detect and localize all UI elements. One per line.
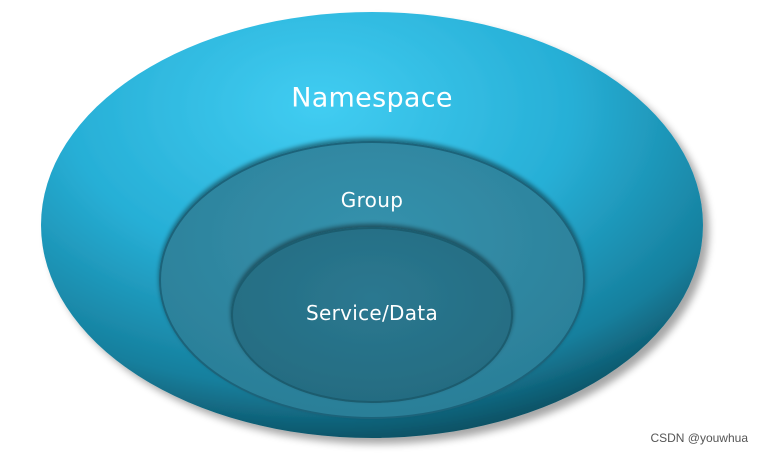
watermark-text: CSDN @youwhua — [650, 431, 748, 445]
service-data-label: Service/Data — [305, 301, 439, 325]
service-layer — [231, 227, 513, 403]
group-label: Group — [340, 188, 404, 212]
namespace-label: Namespace — [291, 82, 453, 114]
